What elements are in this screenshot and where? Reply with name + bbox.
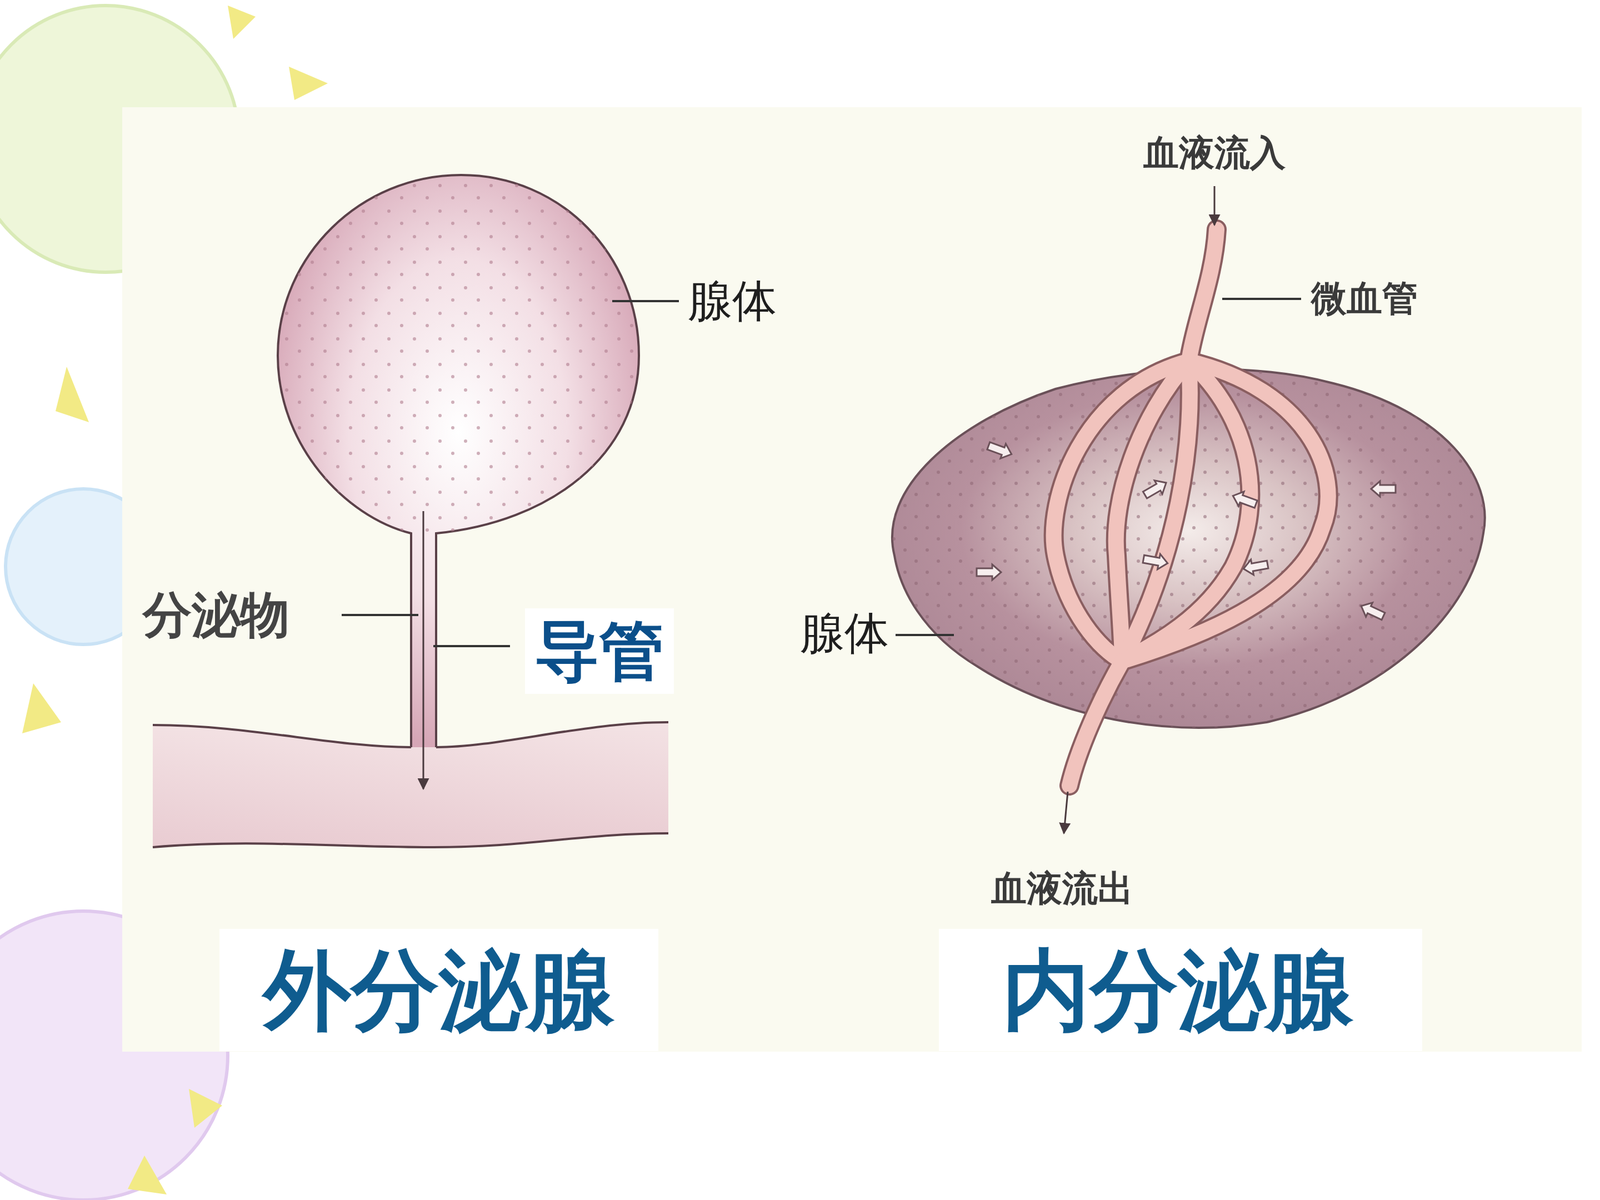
panel	[122, 107, 1582, 1052]
caption-label: 外分泌腺	[263, 939, 615, 1041]
part-label: 腺体	[687, 275, 777, 327]
part-label: 腺体	[800, 607, 889, 659]
caption-patch	[938, 928, 1423, 1052]
caption-label: 内分泌腺	[1002, 939, 1354, 1041]
part-label: 导管	[525, 608, 674, 694]
part-label: 分泌物	[142, 586, 290, 643]
exocrine-gland	[152, 175, 669, 848]
leader-lines	[341, 298, 1302, 647]
endocrine-gland	[892, 186, 1485, 834]
part-label: 微血管	[1311, 278, 1418, 320]
caption-patch	[219, 928, 659, 1052]
flow-label: 血液流入	[1143, 132, 1286, 174]
flow-label: 血液流出	[991, 868, 1134, 910]
